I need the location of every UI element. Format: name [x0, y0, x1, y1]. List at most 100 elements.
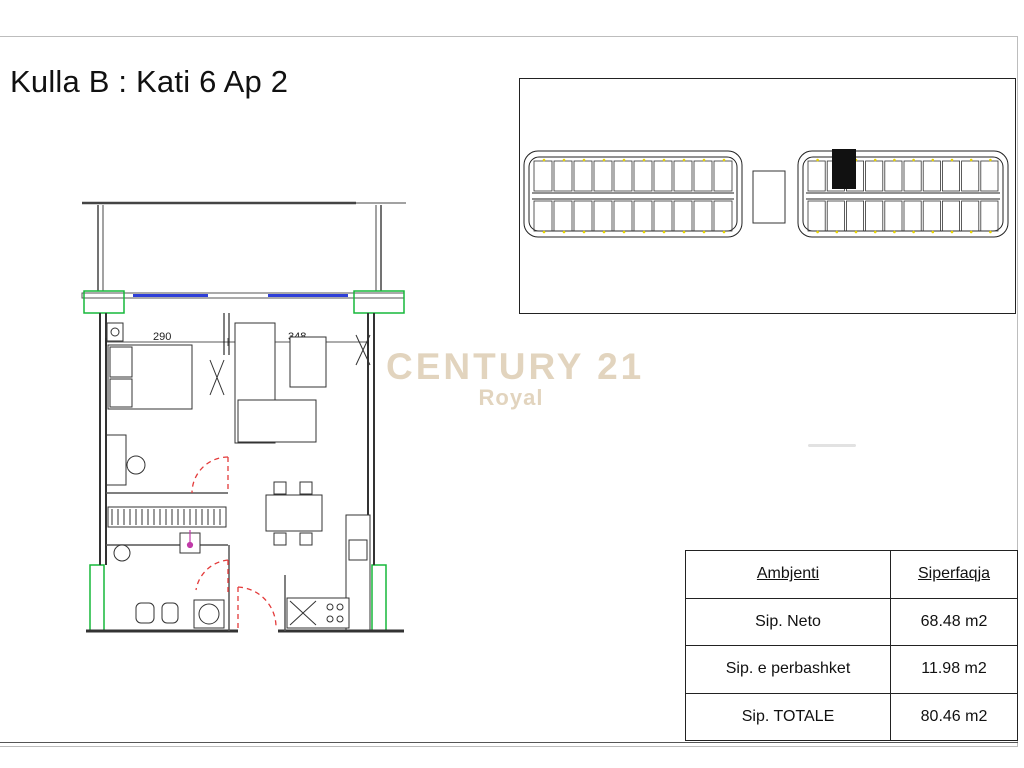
key-plan-unit — [884, 200, 903, 232]
floor-plan-drawing: 290 348 — [81, 201, 406, 633]
marker-dot — [816, 230, 819, 234]
key-plan-unit — [961, 200, 980, 232]
area-table: Ambjenti Siperfaqja Sip. Neto 68.48 m2 S… — [685, 550, 1018, 741]
marker-dot — [893, 230, 896, 234]
kitchen-counter-icon — [286, 514, 371, 631]
page-border-top — [0, 36, 1018, 37]
marker-dot — [722, 158, 726, 162]
header-siperfaqja: Siperfaqja — [890, 550, 1018, 599]
marker-dot — [702, 158, 706, 162]
marker-dot — [950, 230, 954, 234]
marker-dot — [816, 158, 819, 162]
column-top-right — [353, 290, 405, 314]
central-core — [752, 170, 786, 224]
key-plan-unit — [941, 160, 960, 192]
marker-dot — [582, 230, 586, 234]
row-value: 80.46 m2 — [890, 692, 1018, 741]
key-plan-drawing — [523, 149, 1009, 238]
marker-dot — [582, 158, 586, 162]
entrance-door — [237, 586, 277, 628]
marker-dot — [835, 230, 839, 234]
marker-dot — [931, 158, 935, 162]
key-plan-unit — [884, 160, 903, 192]
row-label: Sip. TOTALE — [685, 692, 891, 741]
key-plan-unit — [573, 160, 593, 192]
key-plan-unit — [845, 200, 864, 232]
key-plan-unit — [533, 200, 553, 232]
row-value: 68.48 m2 — [890, 597, 1018, 646]
marker-dot — [662, 230, 666, 234]
key-plan-unit — [633, 200, 653, 232]
key-plan-unit — [633, 160, 653, 192]
page-title: Kulla B : Kati 6 Ap 2 — [10, 64, 289, 99]
interior-walls — [106, 313, 286, 631]
marker-dot — [622, 230, 626, 234]
key-plan-unit — [865, 200, 884, 232]
scan-artifact — [808, 444, 856, 447]
key-plan-unit — [653, 160, 673, 192]
key-plan-unit — [865, 160, 884, 192]
bedroom-door — [191, 456, 229, 494]
marker-dot — [854, 230, 858, 234]
marker-dot — [542, 158, 546, 162]
desk-icon — [105, 434, 146, 486]
marker-dot — [562, 158, 566, 162]
marker-dot — [642, 230, 646, 234]
watermark-brand: CENTURY 21 — [386, 346, 645, 387]
key-plan-unit — [941, 200, 960, 232]
marker-dot — [912, 230, 915, 234]
key-plan-unit — [693, 160, 713, 192]
door-swings — [191, 456, 277, 631]
marker-dot — [662, 158, 666, 162]
building-wing-right — [797, 150, 1009, 238]
table-row: Sip. Neto 68.48 m2 — [685, 597, 1018, 646]
key-plan-unit — [653, 200, 673, 232]
marker-dot — [893, 158, 896, 162]
key-plan-unit — [673, 200, 693, 232]
facade-wall — [81, 292, 405, 299]
marker-dot — [722, 230, 726, 234]
key-plan-unit — [903, 200, 922, 232]
balcony — [82, 201, 406, 291]
marker-dot — [542, 230, 546, 234]
key-plan-unit — [961, 160, 980, 192]
column-bottom-left — [89, 564, 105, 632]
key-plan-unit — [593, 160, 613, 192]
sofa-icon — [234, 322, 327, 444]
exterior-walls — [86, 313, 404, 633]
key-plan-unit — [807, 160, 826, 192]
page-border-right — [1017, 36, 1018, 746]
key-plan-unit — [593, 200, 613, 232]
key-plan-unit — [903, 160, 922, 192]
table-header-row: Ambjenti Siperfaqja — [685, 550, 1018, 599]
key-plan-unit — [693, 200, 713, 232]
marker-dot — [602, 158, 606, 162]
key-plan-unit — [713, 160, 733, 192]
marker-dot — [702, 230, 706, 234]
key-plan-unit — [613, 160, 633, 192]
column-bottom-right — [371, 564, 387, 632]
row-label: Sip. Neto — [685, 597, 891, 646]
highlighted-apartment — [832, 149, 856, 189]
dining-table-icon — [265, 481, 323, 546]
watermark: CENTURY 21 Royal — [386, 346, 645, 411]
left-wing-units — [533, 158, 733, 234]
row-value: 11.98 m2 — [890, 645, 1018, 694]
key-plan-unit — [980, 160, 999, 192]
table-row: Sip. TOTALE 80.46 m2 — [685, 692, 1018, 741]
floor-plan: 290 348 — [78, 195, 413, 645]
drain-marker-icon — [186, 530, 194, 549]
key-plan-unit — [922, 200, 941, 232]
marker-dot — [950, 158, 954, 162]
marker-dot — [989, 230, 992, 234]
marker-dot — [622, 158, 626, 162]
key-plan-unit — [922, 160, 941, 192]
sliding-door-marks — [209, 334, 371, 396]
marker-dot — [969, 158, 973, 162]
key-plan-unit — [573, 200, 593, 232]
window-left — [133, 294, 208, 297]
page-border-bottom-secondary — [0, 746, 1018, 747]
marker-dot — [912, 158, 915, 162]
key-plan-unit — [713, 200, 733, 232]
key-plan-unit — [673, 160, 693, 192]
